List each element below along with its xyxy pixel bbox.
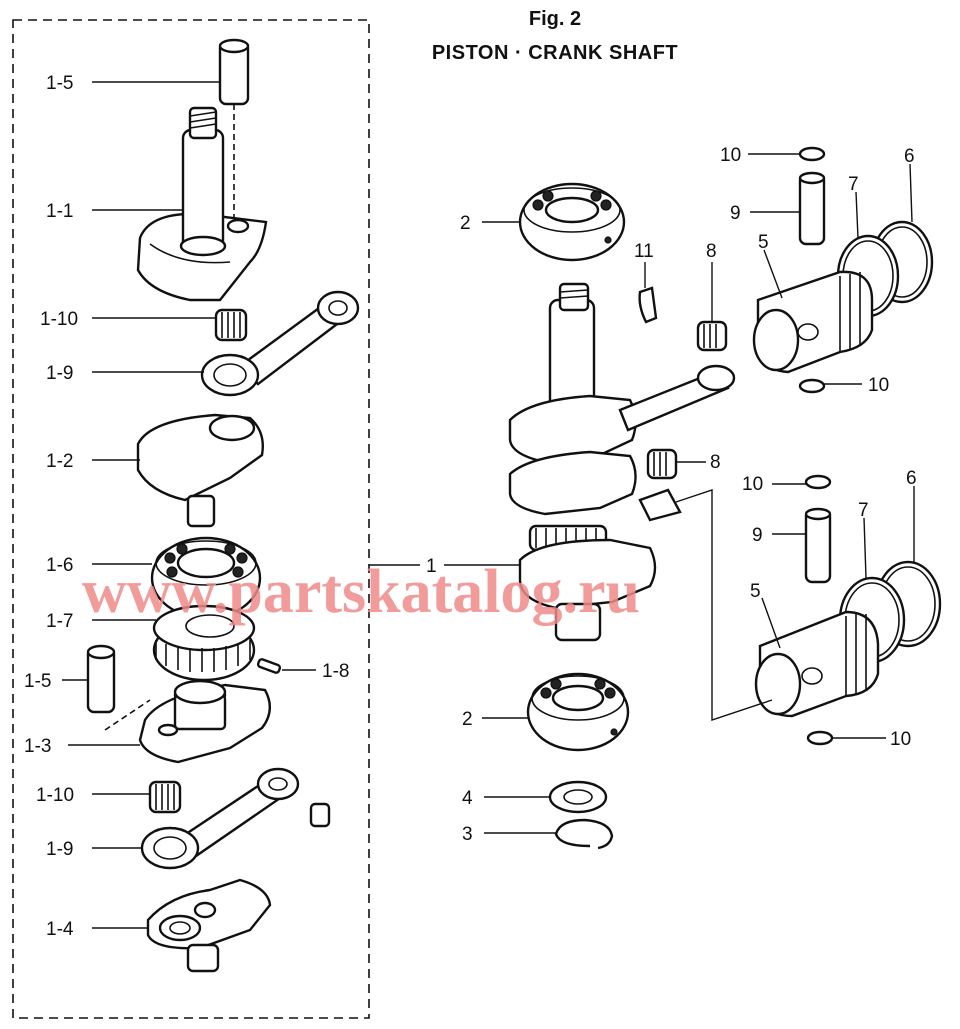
part-1-9-connecting-rod-upper [200,290,360,397]
callout-8-lower: 8 [710,452,721,473]
callout-10-d: 10 [890,729,911,750]
callout-5-upper: 5 [758,232,769,253]
part-5-piston-upper [752,270,874,374]
leader-lines [62,81,915,929]
callout-9-lower: 9 [752,525,763,546]
callout-2-upper: 2 [460,213,471,234]
part-1-10-needle-bearing-lower [148,780,182,814]
part-10-circlip-bottom-upper [798,378,826,394]
part-3-snap-ring [554,818,614,850]
callout-labels: 1-5 1-1 1-10 1-9 1-2 1-6 1-7 1-5 1-8 1-3… [24,73,917,940]
assembly-bracket-line [675,489,773,721]
part-11-woodruff-key [638,286,658,324]
callout-6-upper: 6 [904,146,915,167]
part-9-piston-pin-lower [804,507,832,584]
part-1-crankshaft-assembly [508,282,736,642]
callout-1: 1 [426,556,437,577]
callout-7-lower: 7 [858,500,869,521]
watermark-text: www.partskatalog.ru [82,558,640,626]
figure-title: PISTON · CRANK SHAFT [431,42,679,64]
part-1-3-crank-web-lower [138,679,271,764]
callout-10-b: 10 [868,375,889,396]
callout-11: 11 [634,241,654,262]
callout-1-2: 1-2 [46,451,73,472]
part-1-5-crank-pin-upper [218,38,250,230]
part-8-needle-bearing-upper [696,320,728,352]
callout-10-a: 10 [720,145,741,166]
part-1-4-lower-crank-end [146,878,272,973]
callout-7-upper: 7 [848,174,859,195]
callout-5-lower: 5 [750,581,761,602]
callout-1-4: 1-4 [46,919,74,940]
part-2-ball-bearing-lower [526,672,630,752]
part-1-8-small-pin [256,658,282,674]
part-1-9-connecting-rod-lower [140,767,331,870]
part-1-2-crank-web [136,413,264,528]
part-1-1-upper-crank-shaft [136,106,268,302]
callout-1-10-upper: 1-10 [40,309,78,330]
callout-1-1: 1-1 [46,201,73,222]
callout-1-5-lower: 1-5 [24,671,51,692]
figure-number: Fig. 2 [528,8,582,30]
part-1-7-gear-ring [152,604,256,682]
part-2-ball-bearing-upper [518,182,626,262]
part-10-circlip-bottom-lower [806,730,834,746]
callout-1-6: 1-6 [46,555,73,576]
callout-8-upper: 8 [706,241,717,262]
callout-1-7: 1-7 [46,611,73,632]
part-5-piston-lower [754,610,880,718]
callout-1-3: 1-3 [24,736,51,757]
part-4-washer [548,780,608,814]
callout-1-10-lower: 1-10 [36,785,74,806]
callout-4: 4 [462,788,473,809]
part-9-piston-pin-upper [798,171,826,246]
callout-3: 3 [462,824,473,845]
part-1-5-crank-pin-lower [86,644,151,731]
callout-9-upper: 9 [730,203,741,224]
part-10-circlip-top-upper [798,146,826,162]
callout-1-9-upper: 1-9 [46,363,73,384]
part-8-needle-bearing-lower [646,448,678,480]
callout-1-9-lower: 1-9 [46,839,73,860]
assembly-1-dashed-frame [12,19,370,1019]
callout-1-5-upper: 1-5 [46,73,73,94]
part-1-10-needle-bearing-upper [214,308,248,342]
part-1-6-ball-bearing [150,536,262,620]
callout-6-lower: 6 [906,468,917,489]
callout-10-c: 10 [742,474,763,495]
callout-1-8: 1-8 [322,661,349,682]
callout-2-lower: 2 [462,709,473,730]
part-10-circlip-top-lower [804,474,832,490]
